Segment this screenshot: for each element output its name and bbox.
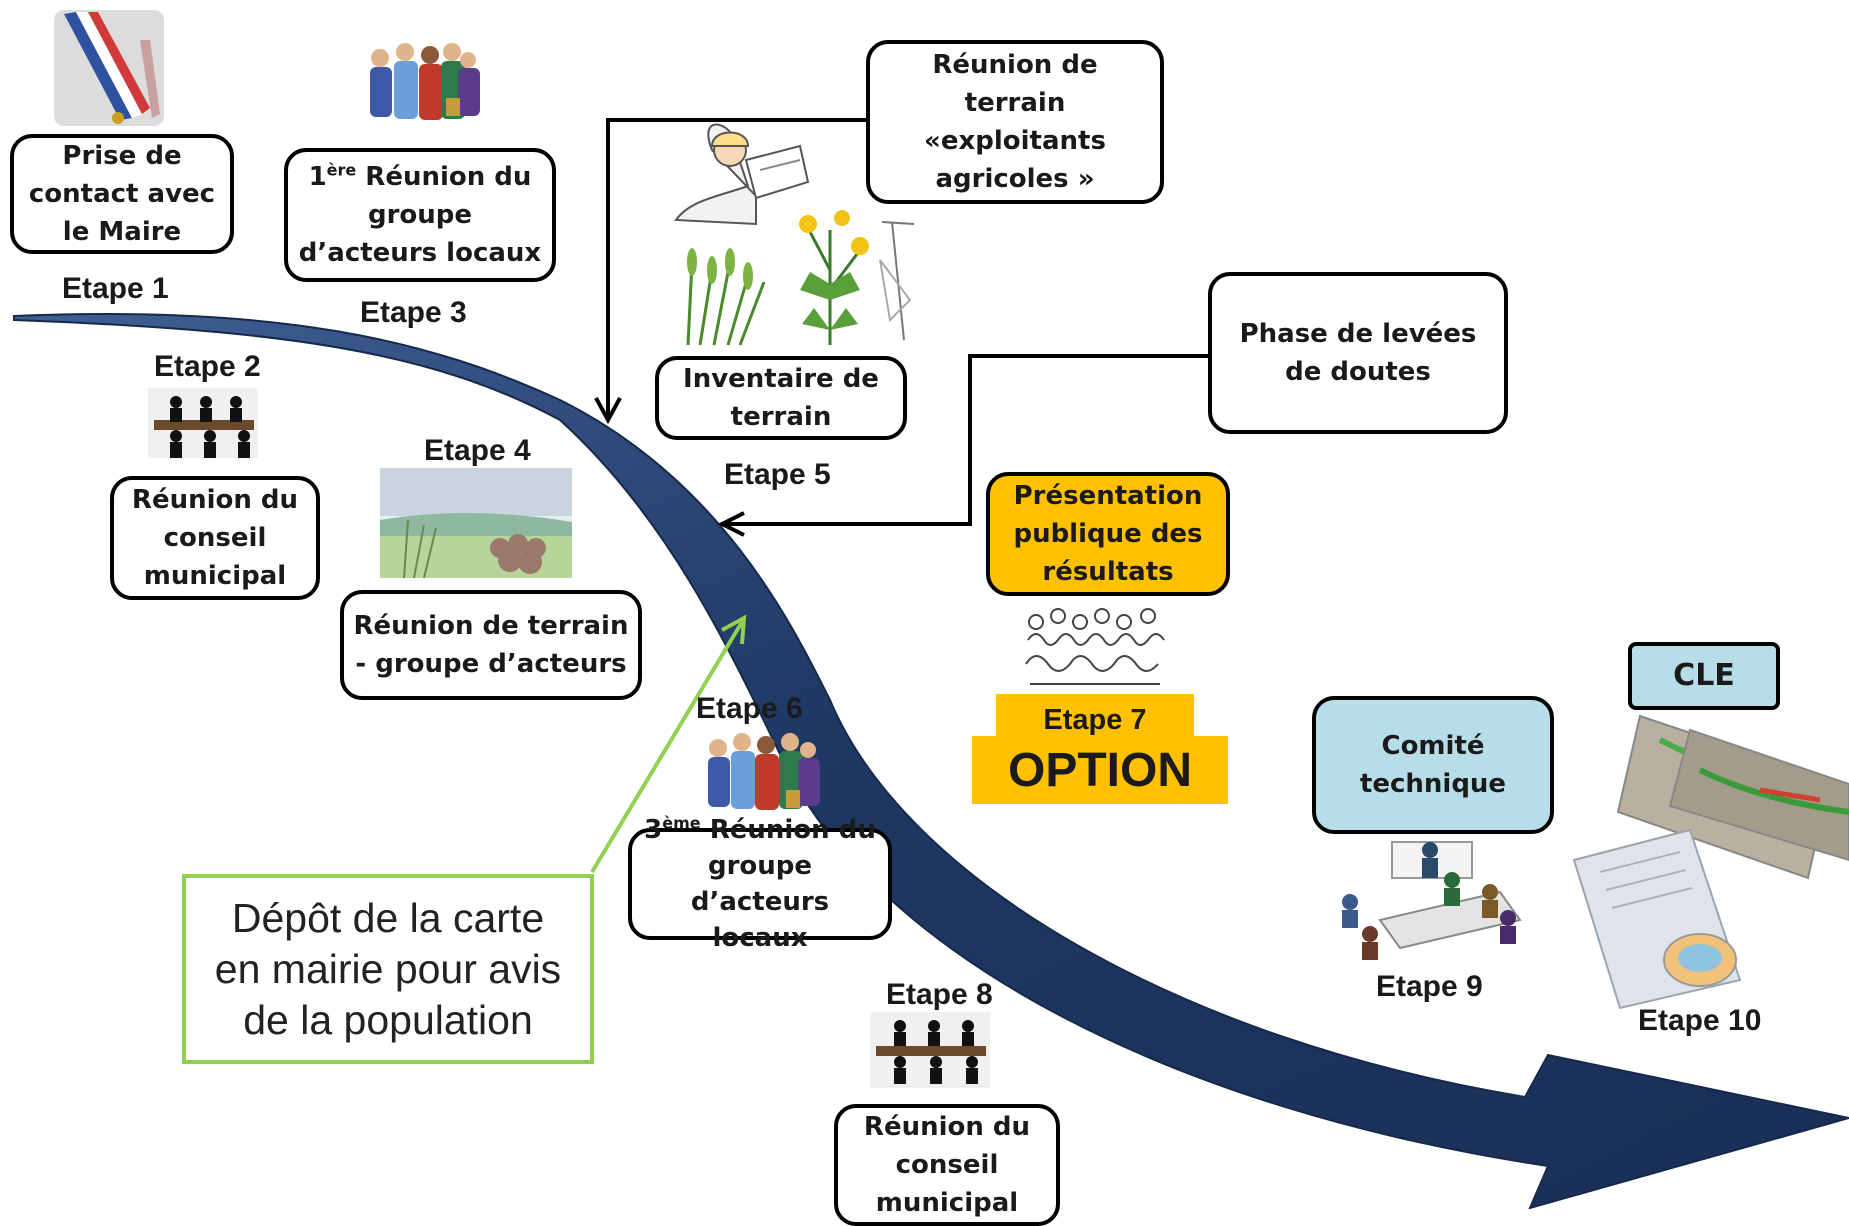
box-line: Dépôt de la carte (231, 894, 545, 941)
box-line: Présentation (1013, 481, 1203, 511)
connector-exploitants (606, 118, 866, 418)
box-line: Réunion de terrain (353, 611, 629, 641)
sash-icon (54, 10, 164, 126)
box-line: terrain (730, 402, 832, 432)
box-line: en mairie pour avis (214, 945, 562, 992)
box-presentation-publique: Présentation publique des résultats (986, 472, 1230, 596)
box-line: contact avec (28, 179, 216, 209)
box-reunion-groupe-1: 1ère Réunion du groupe d’acteurs locaux (284, 148, 556, 282)
etape-6-label: Etape 6 (696, 692, 803, 725)
etape-9-label: Etape 9 (1376, 970, 1483, 1003)
box-line: 3ème Réunion du (644, 812, 876, 848)
arrowhead-levees (717, 511, 745, 537)
box-reunion-groupe-3: 3ème Réunion du groupe d’acteurs locaux (628, 815, 892, 953)
box-phase-levees-doutes: Phase de levées de doutes (1208, 272, 1508, 434)
box-line: conseil (163, 523, 267, 553)
ordinal-suffix: ère (326, 160, 357, 180)
box-line: Prise de (62, 141, 182, 171)
box-prise-contact-maire: Prise de contact avec le Maire (10, 134, 234, 254)
box-line: résultats (1042, 557, 1174, 587)
box-line: Réunion du (863, 1112, 1031, 1142)
maps-documents-icon (1572, 714, 1849, 1010)
box-line: Inventaire de (683, 364, 879, 394)
etape-4-label: Etape 4 (424, 434, 531, 467)
meeting-table-icon (148, 388, 258, 458)
box-line: municipal (143, 561, 287, 591)
box-line: - groupe d’acteurs (355, 649, 627, 679)
ordinal-number: 3 (644, 815, 663, 845)
ordinal-number: 1 (308, 162, 327, 192)
box-line: d’acteurs locaux (690, 887, 830, 953)
box-depot-carte-mairie: Dépôt de la carte en mairie pour avis de… (182, 874, 594, 1064)
etape-1-label: Etape 1 (62, 272, 169, 305)
box-line: technique (1359, 769, 1507, 799)
option-label: OPTION (972, 736, 1228, 804)
box-line: Phase de levées (1239, 319, 1477, 349)
box-reunion-terrain-exploitants: Réunion de terrain «exploitants agricole… (866, 40, 1164, 204)
box-inventaire-terrain: Inventaire de terrain (655, 356, 907, 440)
box-line: Réunion du (131, 485, 299, 515)
box-line-rest: Réunion du (700, 815, 876, 845)
box-line: groupe (367, 200, 473, 230)
box-line: conseil (895, 1150, 999, 1180)
box-line: de doutes (1285, 357, 1431, 387)
architect-icon (674, 123, 810, 226)
box-line: agricoles » (935, 164, 1095, 194)
crowd-sketch-icon (1020, 604, 1166, 688)
meeting-table-icon-2 (870, 1012, 990, 1088)
box-line: Comité (1381, 731, 1485, 761)
box-line: groupe (707, 851, 813, 881)
box-line: publique des (1013, 519, 1203, 549)
box-line: d’acteurs locaux (298, 238, 542, 268)
green-arrow-line (590, 620, 744, 874)
box-line: terrain (964, 88, 1066, 118)
box-line: CLE (1673, 658, 1735, 693)
main-process-arrow (13, 312, 1849, 1210)
box-conseil-municipal-1: Réunion du conseil municipal (110, 476, 320, 600)
plants-icon (686, 210, 915, 346)
box-comite-technique: Comité technique (1312, 696, 1554, 834)
etape-2-label: Etape 2 (154, 350, 261, 383)
etape-3-label: Etape 3 (360, 296, 467, 329)
etape-7-label: Etape 7 (996, 694, 1194, 736)
box-line: 1ère Réunion du (309, 158, 532, 196)
arrowhead-exploitants (594, 397, 622, 425)
box-line: municipal (875, 1188, 1019, 1218)
etape-8-label: Etape 8 (886, 978, 993, 1011)
crowd-icon-2 (708, 733, 820, 810)
conference-icon (1342, 841, 1522, 960)
box-line: «exploitants (924, 126, 1106, 156)
box-line: le Maire (62, 217, 182, 247)
box-cle: CLE (1628, 642, 1780, 710)
box-line-rest: Réunion du (356, 162, 532, 192)
box-line: de la population (243, 996, 533, 1043)
box-conseil-municipal-2: Réunion du conseil municipal (834, 1104, 1060, 1226)
connector-levees (724, 354, 1210, 526)
crowd-icon (370, 43, 480, 120)
ordinal-suffix: ème (662, 813, 701, 833)
etape-5-label: Etape 5 (724, 458, 831, 491)
landscape-icon (380, 468, 572, 579)
etape-10-label: Etape 10 (1638, 1004, 1762, 1037)
box-line: Réunion de (932, 50, 1098, 80)
box-reunion-terrain-groupe: Réunion de terrain - groupe d’acteurs (340, 590, 642, 700)
green-arrowhead (721, 614, 747, 645)
